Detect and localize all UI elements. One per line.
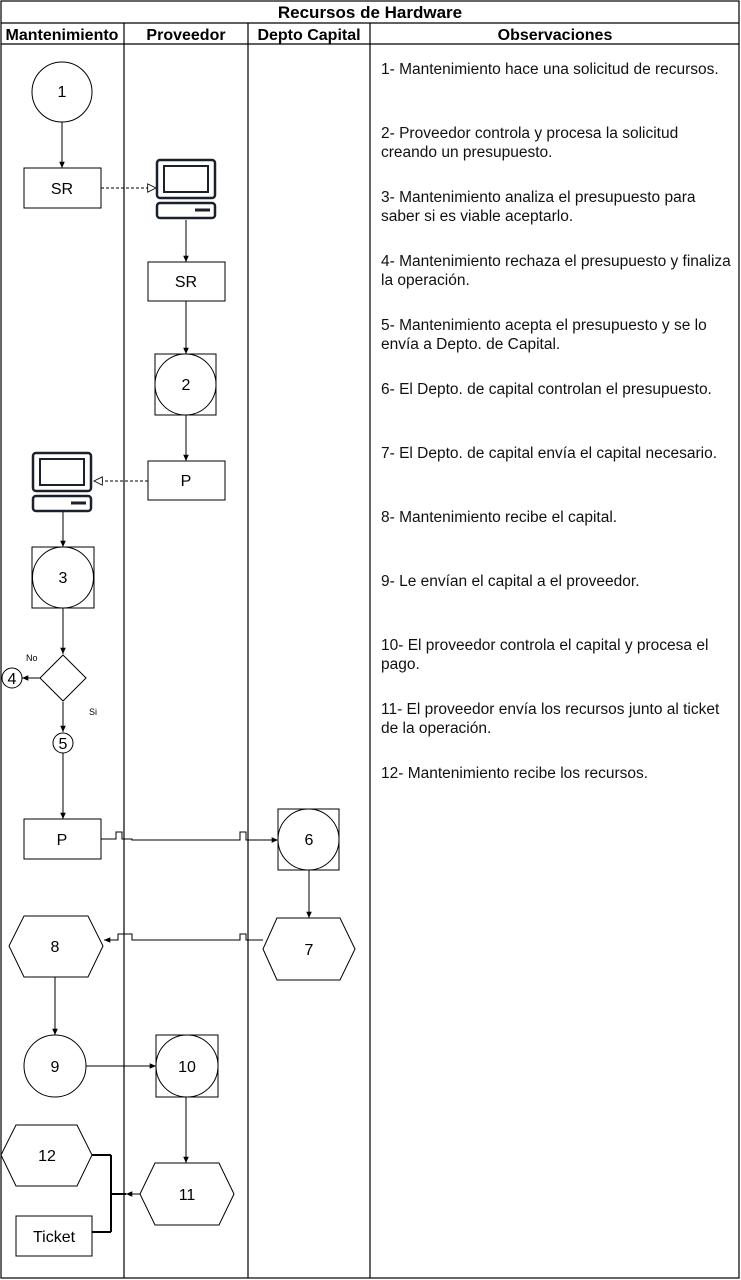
document-p-proveedor-label: P [181, 473, 192, 490]
hexagon-12-label: 12 [38, 1148, 56, 1165]
document-sr-proveedor: SR [147, 261, 226, 302]
observation-item: 4- Mantenimiento rechaza el presupuesto … [381, 253, 731, 289]
hexagon-12: 12 [0, 1124, 93, 1187]
observation-item: 5- Mantenimiento acepta el presupuesto y… [381, 317, 707, 353]
process-circle-10: 10 [155, 1034, 219, 1098]
process-circle-9: 9 [23, 1034, 87, 1098]
document-p-mantenimiento: P [23, 818, 102, 860]
connector-circle-5: 5 [52, 732, 74, 754]
lane-header-observaciones: Observaciones [498, 27, 613, 44]
process-circle-10-label: 10 [178, 1059, 196, 1076]
computer-icon [155, 158, 217, 220]
observation-item: 3- Mantenimiento analiza el presupuesto … [381, 189, 696, 225]
lane-header-proveedor: Proveedor [146, 27, 225, 44]
process-circle-2-label: 2 [182, 377, 191, 394]
computer-icon [31, 451, 93, 513]
observation-item: 10- El proveedor controla el capital y p… [381, 637, 709, 673]
connectors [22, 122, 312, 1163]
observation-item: 2- Proveedor controla y procesa la solic… [381, 125, 679, 161]
hexagon-8-label: 8 [51, 939, 60, 956]
document-p-proveedor: P [147, 460, 226, 501]
process-circle-6-label: 6 [305, 832, 314, 849]
observations-list: 1- Mantenimiento hace una solicitud de r… [381, 60, 731, 828]
document-ticket: Ticket [15, 1215, 93, 1257]
hexagon-8: 8 [8, 915, 104, 978]
process-circle-9-label: 9 [51, 1059, 60, 1076]
hexagon-11: 11 [139, 1162, 235, 1226]
document-p-mantenimiento-label: P [57, 832, 68, 849]
observation-item: 11- El proveedor envía los recursos junt… [381, 701, 720, 737]
connector-circle-5-label: 5 [59, 736, 68, 753]
lane-header-mantenimiento: Mantenimiento [6, 27, 119, 44]
observation-item: 7- El Depto. de capital envía el capital… [381, 445, 718, 462]
observation-item: 9- Le envían el capital a el proveedor. [381, 573, 640, 590]
observation-item: 1- Mantenimiento hace una solicitud de r… [381, 61, 719, 78]
decision-diamond [39, 654, 87, 702]
observation-item: 12- Mantenimiento recibe los recursos. [381, 765, 649, 782]
process-circle-3-label: 3 [59, 570, 68, 587]
document-sr-mantenimiento: SR [23, 167, 102, 209]
document-sr-mantenimiento-label: SR [51, 181, 73, 198]
connector-circle-4-label: 4 [8, 671, 17, 688]
connector-7-8 [104, 933, 263, 943]
decision-no-label: No [26, 653, 38, 663]
observation-item: 6- El Depto. de capital controlan el pre… [381, 381, 712, 398]
connector-p2-6 [101, 831, 278, 843]
process-circle-2: 2 [154, 353, 217, 416]
connector-circle-4: 4 [1, 667, 23, 689]
document-ticket-label: Ticket [33, 1229, 76, 1246]
lane-header-depto-capital: Depto Capital [257, 27, 360, 44]
decision-yes-label: Si [89, 707, 97, 717]
observation-item: 8- Mantenimiento recibe el capital. [381, 509, 618, 526]
hexagon-7-label: 7 [305, 942, 314, 959]
process-circle-3: 3 [31, 546, 95, 609]
process-circle-1: 1 [31, 61, 93, 123]
process-circle-1-label: 1 [58, 84, 67, 101]
document-sr-proveedor-label: SR [175, 274, 197, 291]
hexagon-7: 7 [262, 917, 356, 981]
connector-bracket-12-ticket [92, 1154, 126, 1233]
hexagon-11-label: 11 [179, 1187, 196, 1204]
process-circle-6: 6 [277, 808, 340, 871]
diagram-title: Recursos de Hardware [278, 3, 462, 22]
